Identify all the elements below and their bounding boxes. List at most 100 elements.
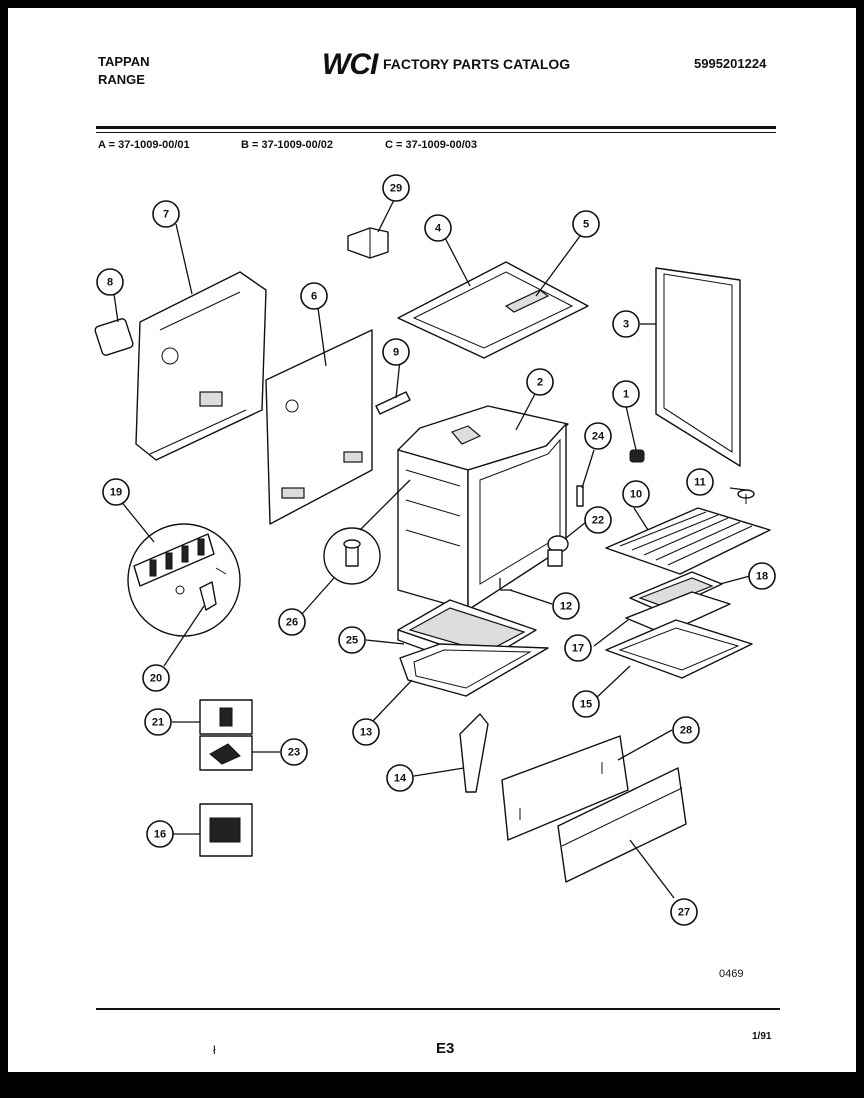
catalog-number: 5995201224 bbox=[694, 56, 767, 71]
callout-5: 5 bbox=[572, 210, 600, 238]
callout-number: 22 bbox=[592, 515, 604, 527]
callout-10: 10 bbox=[622, 480, 650, 508]
callout-number: 24 bbox=[592, 431, 605, 443]
callout-number: 10 bbox=[630, 489, 642, 501]
callout-number: 4 bbox=[435, 223, 442, 235]
callout-number: 5 bbox=[583, 219, 589, 231]
callout-2: 2 bbox=[526, 368, 554, 396]
callout-number: 17 bbox=[572, 643, 584, 655]
part-21-switch bbox=[199, 699, 253, 735]
part-17-broiler-pan bbox=[625, 591, 731, 635]
callout-number: 12 bbox=[560, 601, 572, 613]
callout-number: 9 bbox=[393, 347, 399, 359]
callout-13: 13 bbox=[352, 718, 380, 746]
exploded-parts-diagram: 1234567891011121314151617181920212223242… bbox=[94, 174, 776, 926]
callout-6: 6 bbox=[300, 282, 328, 310]
part-24-pin bbox=[576, 485, 584, 507]
revision-date: 1/91 bbox=[752, 1031, 772, 1042]
part-2-oven-body bbox=[397, 405, 569, 611]
callout-23: 23 bbox=[280, 738, 308, 766]
model-a: A = 37-1009-00/01 bbox=[98, 139, 190, 151]
callout-number: 13 bbox=[360, 727, 372, 739]
part-13-bottom-frame bbox=[399, 643, 549, 697]
part-26-detail bbox=[323, 479, 411, 585]
wci-logo: WCI bbox=[322, 48, 378, 81]
callout-9: 9 bbox=[382, 338, 410, 366]
drawing-code: 0469 bbox=[719, 968, 744, 980]
callout-number: 27 bbox=[678, 907, 690, 919]
callout-21: 21 bbox=[144, 708, 172, 736]
callout-19: 19 bbox=[102, 478, 130, 506]
part-6-inner-back bbox=[265, 329, 373, 525]
callout-22: 22 bbox=[584, 506, 612, 534]
part-9-strip bbox=[375, 391, 411, 415]
callout-number: 28 bbox=[680, 725, 692, 737]
part-10-oven-rack bbox=[605, 507, 771, 575]
callout-4: 4 bbox=[424, 214, 452, 242]
part-1-clip bbox=[629, 449, 645, 463]
parts-sheet: TAPPAN RANGE WCI FACTORY PARTS CATALOG 5… bbox=[8, 8, 856, 1072]
callout-number: 14 bbox=[394, 773, 407, 785]
part-8-plate bbox=[94, 318, 134, 356]
callout-29: 29 bbox=[382, 174, 410, 202]
callout-28: 28 bbox=[672, 716, 700, 744]
callout-number: 16 bbox=[154, 829, 166, 841]
callout-number: 7 bbox=[163, 209, 169, 221]
callout-11: 11 bbox=[686, 468, 714, 496]
callout-number: 26 bbox=[286, 617, 298, 629]
model-b: B = 37-1009-00/02 bbox=[241, 139, 334, 151]
callout-12: 12 bbox=[552, 592, 580, 620]
callout-number: 11 bbox=[694, 477, 706, 489]
callout-number: 18 bbox=[756, 571, 768, 583]
callout-3: 3 bbox=[612, 310, 640, 338]
part-22-bracket bbox=[547, 535, 569, 567]
callout-15: 15 bbox=[572, 690, 600, 718]
callout-number: 15 bbox=[580, 699, 592, 711]
brand-name: TAPPAN bbox=[98, 54, 150, 69]
callout-number: 29 bbox=[390, 183, 402, 195]
callout-number: 20 bbox=[150, 673, 162, 685]
header-rule bbox=[96, 126, 776, 129]
part-15-tray bbox=[605, 619, 753, 679]
callout-27: 27 bbox=[670, 898, 698, 926]
header-rule-thin bbox=[96, 132, 776, 133]
page-label: E3 bbox=[436, 1040, 455, 1057]
callout-number: 3 bbox=[623, 319, 629, 331]
callout-25: 25 bbox=[338, 626, 366, 654]
part-14-hinge bbox=[459, 713, 489, 793]
margin-mark: ł bbox=[213, 1043, 216, 1057]
callout-number: 21 bbox=[152, 717, 164, 729]
callout-17: 17 bbox=[564, 634, 592, 662]
part-28-door-panel bbox=[501, 735, 629, 841]
callout-26: 26 bbox=[278, 608, 306, 636]
part-23-switch bbox=[199, 735, 253, 771]
brand-block: TAPPAN RANGE bbox=[98, 53, 150, 89]
callout-number: 25 bbox=[346, 635, 358, 647]
callout-20: 20 bbox=[142, 664, 170, 692]
callout-number: 2 bbox=[537, 377, 543, 389]
callout-1: 1 bbox=[612, 380, 640, 408]
callout-24: 24 bbox=[584, 422, 612, 450]
part-3-side-panel bbox=[655, 267, 741, 467]
part-4-top-panel bbox=[397, 261, 589, 359]
callout-8: 8 bbox=[96, 268, 124, 296]
callout-number: 19 bbox=[110, 487, 122, 499]
part-16-valve bbox=[199, 803, 253, 857]
part-11-foot bbox=[737, 489, 755, 504]
model-c: C = 37-1009-00/03 bbox=[385, 139, 478, 151]
callout-number: 23 bbox=[288, 747, 300, 759]
callout-7: 7 bbox=[152, 200, 180, 228]
leader-lines bbox=[113, 199, 751, 899]
footer-rule bbox=[96, 1008, 780, 1010]
callout-number: 6 bbox=[311, 291, 317, 303]
catalog-title: FACTORY PARTS CATALOG bbox=[383, 56, 571, 72]
product-type: RANGE bbox=[98, 72, 145, 87]
part-29-bracket bbox=[347, 227, 389, 259]
part-19-detail bbox=[127, 523, 241, 637]
callout-14: 14 bbox=[386, 764, 414, 792]
callout-16: 16 bbox=[146, 820, 174, 848]
callout-18: 18 bbox=[748, 562, 776, 590]
part-27-drawer-front bbox=[557, 767, 687, 883]
callout-number: 8 bbox=[107, 277, 113, 289]
